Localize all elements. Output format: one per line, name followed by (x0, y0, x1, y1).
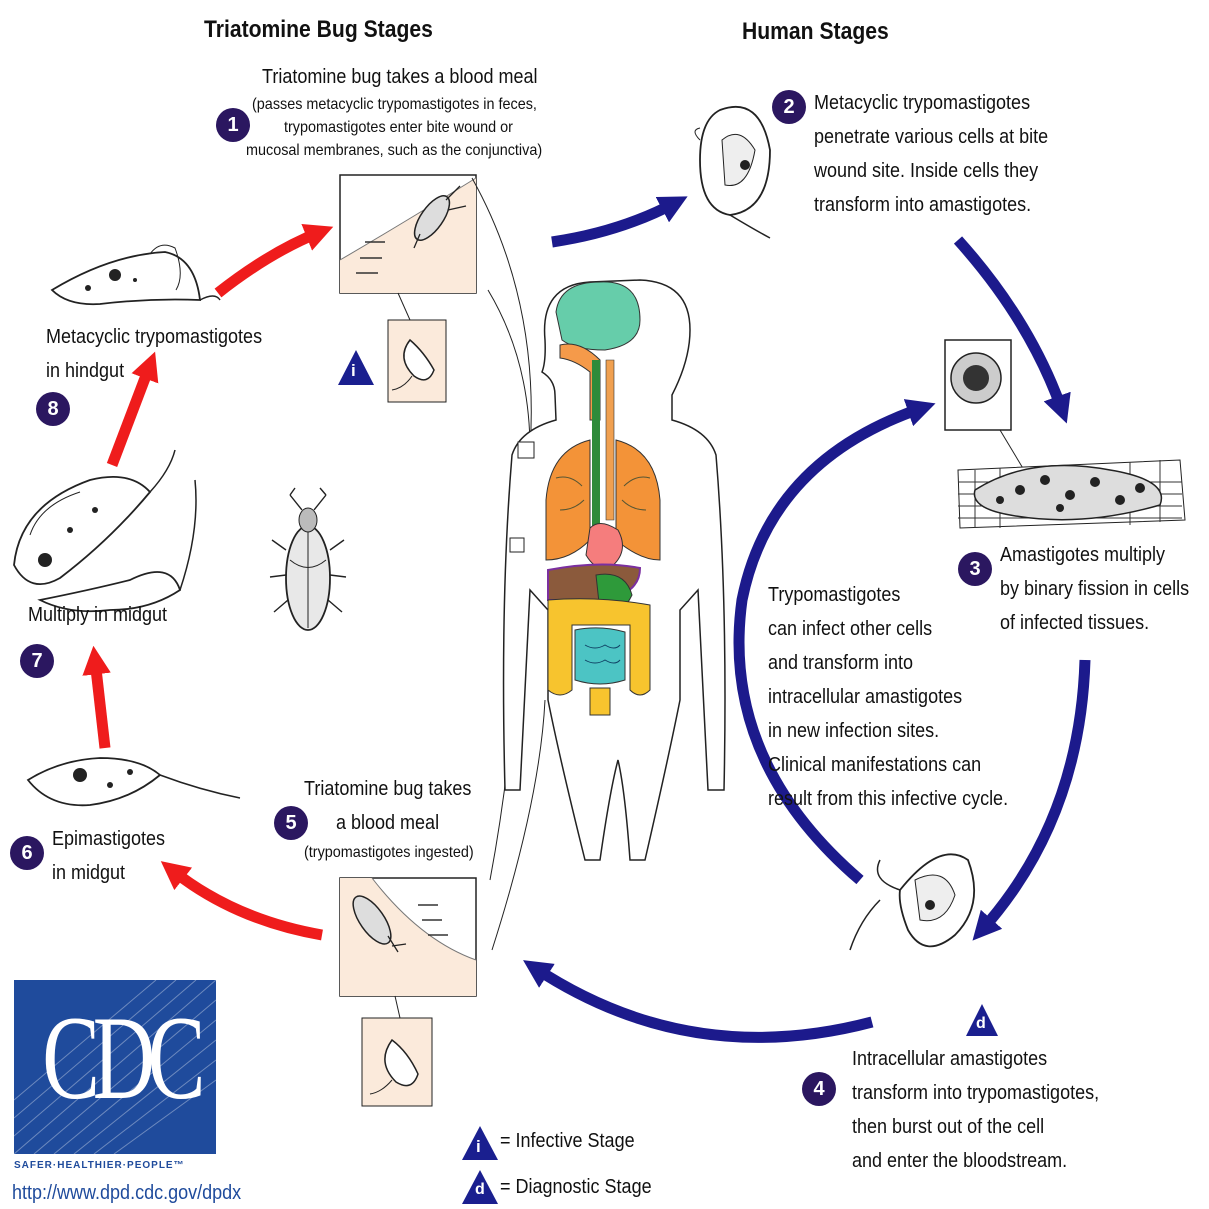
bite-box-stage-5 (340, 878, 476, 996)
cdc-letters: CDC (42, 988, 187, 1128)
stage-4-text: then burst out of the cell (852, 1114, 1044, 1141)
legend-diagnostic-letter: d (475, 1181, 485, 1199)
bite-box-stage-1 (340, 175, 476, 293)
connector-line (488, 290, 530, 450)
infective-cycle-text: result from this infective cycle. (768, 786, 1008, 813)
stage-number-badge: 4 (802, 1072, 836, 1106)
stage-number-badge: 5 (274, 806, 308, 840)
stage-5-text: a blood meal (336, 810, 439, 837)
arrow-5-to-6 (172, 870, 322, 935)
infective-cycle-text: can infect other cells (768, 616, 932, 643)
source-url[interactable]: http://www.dpd.cdc.gov/dpdx (12, 1182, 241, 1205)
stage-8-text: in hindgut (46, 358, 124, 385)
connector-line (398, 293, 410, 320)
stage-6-text: Epimastigotes (52, 826, 165, 853)
stage-number-badge: 7 (20, 644, 54, 678)
epimastigote-icon-stage-6 (28, 758, 240, 805)
stage-number-badge: 3 (958, 552, 992, 586)
cdc-logo: CDC (14, 980, 216, 1154)
connector-line (472, 178, 531, 450)
legend-infective-label: = Infective Stage (500, 1128, 635, 1155)
cdc-tagline: SAFER·HEALTHIER·PEOPLE™ (14, 1160, 185, 1171)
stage-3-text: of infected tissues. (1000, 610, 1149, 637)
stage-number-badge: 2 (772, 90, 806, 124)
infected-tissue-stage-3 (958, 460, 1185, 528)
stage-2-text: transform into amastigotes. (814, 192, 1031, 219)
trypomastigote-icon-stage-2 (695, 107, 770, 238)
trypomastigote-icon-stage-4 (850, 854, 974, 950)
arrow-6-to-7 (95, 660, 105, 748)
stage-7-text: Multiply in midgut (28, 602, 167, 629)
legend-diagnostic-label: = Diagnostic Stage (500, 1174, 652, 1201)
connector-line (395, 996, 400, 1018)
header-bug-stages: Triatomine Bug Stages (204, 16, 433, 44)
infective-cycle-text: in new infection sites. (768, 718, 939, 745)
arrow-8-to-1 (218, 232, 320, 293)
stage-1-detail: trypomastigotes enter bite wound or (284, 117, 513, 138)
stage-4-text: Intracellular amastigotes (852, 1046, 1047, 1073)
infective-cycle-text: intracellular amastigotes (768, 684, 962, 711)
stage-number-badge: 1 (216, 108, 250, 142)
infective-cycle-text: Trypomastigotes (768, 582, 900, 609)
triatomine-bug-icon (270, 488, 346, 630)
stage-1-detail: (passes metacyclic trypomastigotes in fe… (252, 94, 537, 115)
header-human-stages: Human Stages (742, 18, 889, 46)
stage-8-text: Metacyclic trypomastigotes (46, 324, 262, 351)
infective-cycle-text: and transform into (768, 650, 913, 677)
stage-4-text: and enter the bloodstream. (852, 1148, 1067, 1175)
parasite-box-stage-5 (362, 1018, 432, 1106)
stage-3-text: by binary fission in cells (1000, 576, 1189, 603)
stage-2-text: penetrate various cells at bite (814, 124, 1048, 151)
legend-infective-letter: i (476, 1137, 481, 1157)
stage-5-text: Triatomine bug takes (304, 776, 471, 803)
stage-2-text: Metacyclic trypomastigotes (814, 90, 1030, 117)
stage-4-text: transform into trypomastigotes, (852, 1080, 1099, 1107)
infective-marker-letter: i (351, 361, 356, 381)
stage-5-text: (trypomastigotes ingested) (304, 842, 474, 863)
trypomastigote-icon-stage-8 (52, 245, 220, 304)
infective-cycle-text: Clinical manifestations can (768, 752, 981, 779)
stage-2-text: wound site. Inside cells they (814, 158, 1038, 185)
arrow-1-to-2 (552, 203, 675, 242)
amastigote-box-stage-3 (945, 340, 1011, 430)
arrow-4-to-5 (535, 968, 872, 1037)
epimastigote-icon-stage-7 (14, 450, 196, 611)
parasite-box-stage-1 (388, 320, 446, 402)
stage-number-badge: 6 (10, 836, 44, 870)
diagnostic-marker-letter: d (976, 1015, 986, 1033)
triangle-icon-infective-stage-1 (338, 350, 374, 385)
stage-3-text: Amastigotes multiply (1000, 542, 1165, 569)
stage-number-badge: 8 (36, 392, 70, 426)
stage-6-text: in midgut (52, 860, 125, 887)
stage-1-detail: mucosal membranes, such as the conjuncti… (246, 140, 542, 161)
stage-1-title: Triatomine bug takes a blood meal (262, 64, 537, 91)
